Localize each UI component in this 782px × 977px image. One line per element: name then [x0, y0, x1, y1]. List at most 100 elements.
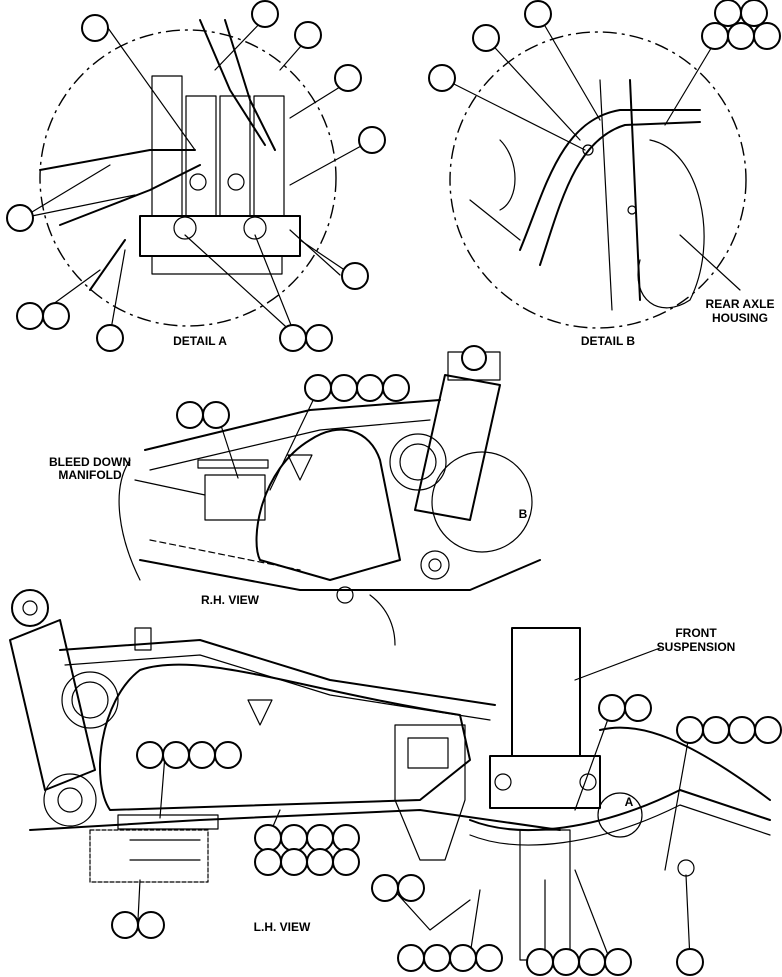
pivot	[420, 550, 450, 580]
bolt	[579, 773, 597, 791]
leader	[254, 234, 296, 336]
callout-bubble	[42, 302, 70, 330]
bolt-head	[227, 173, 245, 191]
harness-run	[469, 804, 771, 846]
callout-bubble	[332, 848, 360, 876]
bleed-label-line2: MANIFOLD	[58, 468, 122, 482]
cylinder-eye	[11, 589, 49, 627]
mount-boss-inner	[71, 681, 109, 719]
mount-boss	[389, 433, 447, 491]
callout-b-letter: B	[519, 507, 528, 521]
tube	[539, 121, 701, 266]
callout-bubble	[280, 848, 308, 876]
callout-bubble	[598, 694, 626, 722]
axle-housing-outline	[637, 139, 705, 309]
callout-bubble	[306, 824, 334, 852]
callout-bubble	[214, 741, 242, 769]
callout-bubble	[305, 324, 333, 352]
harness-loop	[255, 428, 401, 581]
callout-bubble	[6, 204, 34, 232]
frame-edge	[629, 79, 641, 301]
hose	[39, 149, 196, 171]
pivot-center	[428, 558, 442, 572]
callout-bubble	[188, 741, 216, 769]
mount-boss-inner	[399, 443, 437, 481]
tube	[519, 109, 701, 251]
callout-bubble	[524, 0, 552, 28]
callout-bubble	[136, 741, 164, 769]
frame-top-edge	[144, 399, 441, 451]
bleed-down-manifold	[204, 474, 266, 521]
frame-inner-edge	[64, 654, 491, 721]
frame-inner-edge	[149, 419, 431, 471]
lh-view: FRONT SUSPENSION A L.H. VIEW	[9, 589, 782, 976]
callout-bubble	[604, 948, 632, 976]
callout-bubble	[701, 22, 729, 50]
hose	[224, 19, 276, 151]
callout-bubble	[341, 262, 369, 290]
rear-axle-label-line2: HOUSING	[712, 311, 768, 325]
detail-b-title: DETAIL B	[581, 334, 636, 348]
callout-bubble	[279, 324, 307, 352]
leader	[21, 164, 111, 219]
callout-bubble	[754, 716, 782, 744]
strut-eye	[461, 345, 487, 371]
valve-section	[253, 95, 285, 217]
leader	[289, 139, 373, 186]
frame-bottom-edge	[29, 809, 561, 831]
callout-bubble	[397, 944, 425, 972]
port-fitting	[243, 216, 267, 240]
callout-bubble	[728, 716, 756, 744]
leader	[107, 27, 196, 151]
callout-bubble	[676, 948, 704, 976]
callout-bubble	[449, 944, 477, 972]
leader	[679, 234, 741, 291]
callout-bubble	[727, 22, 755, 50]
callout-bubble	[254, 824, 282, 852]
hose	[289, 229, 341, 276]
callout-bubble	[371, 874, 399, 902]
lh-view-title: L.H. VIEW	[254, 920, 311, 934]
callout-bubble	[676, 716, 704, 744]
leader	[21, 194, 136, 219]
front-suspension-strut	[511, 627, 581, 757]
callout-bubble	[397, 874, 425, 902]
leader	[159, 754, 166, 819]
hose	[89, 239, 126, 291]
detail-a: DETAIL A	[6, 0, 386, 352]
clip	[627, 205, 637, 215]
callout-bubble	[304, 374, 332, 402]
rh-view-title: R.H. VIEW	[201, 593, 260, 607]
detail-b: REAR AXLE HOUSING DETAIL B	[428, 0, 781, 348]
clip	[582, 144, 594, 156]
fitting	[336, 586, 354, 604]
fitting	[134, 627, 152, 651]
callout-bubble	[251, 0, 279, 28]
detail-b-boundary	[449, 31, 747, 329]
callout-circle-a	[597, 792, 643, 838]
pivot-boss-inner	[57, 787, 83, 813]
rh-view: BLEED DOWN MANIFOLD B R.H. VIEW	[49, 345, 541, 646]
valve-block	[89, 829, 209, 883]
harness-loop	[99, 663, 471, 811]
callout-bubble	[475, 944, 503, 972]
cylinder-eye-pin	[22, 600, 38, 616]
callout-bubble	[137, 911, 165, 939]
bolt-head	[189, 173, 207, 191]
leader	[441, 77, 586, 151]
callout-bubble	[702, 716, 730, 744]
callout-bubble	[382, 374, 410, 402]
callout-bubble	[358, 126, 386, 154]
valve-detail	[129, 839, 201, 861]
leader	[391, 887, 471, 931]
bracket-window	[407, 737, 449, 769]
callout-bubble	[294, 21, 322, 49]
leader	[269, 389, 319, 491]
leader	[214, 17, 266, 71]
mounting-bracket	[394, 724, 466, 861]
pivot-boss	[43, 773, 97, 827]
mount-boss	[61, 671, 119, 729]
suspension-strut	[414, 374, 501, 521]
callout-bubble	[202, 401, 230, 429]
